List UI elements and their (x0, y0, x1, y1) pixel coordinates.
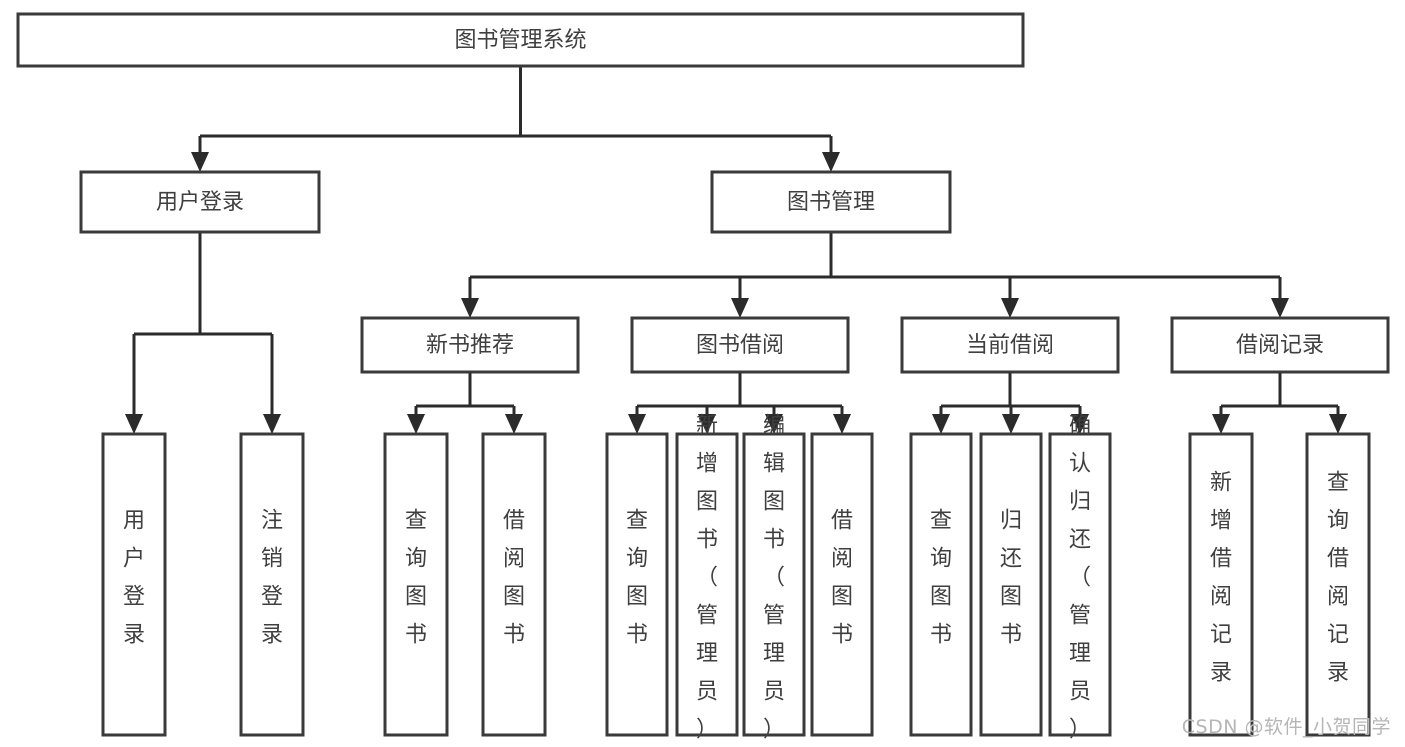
node-label-leaf-borrow-book: 借阅图书 (831, 509, 853, 648)
arrow-head-new-book-recommend (461, 298, 479, 318)
node-leaf-edit-book[interactable]: 编辑图书（管理员） (742, 414, 806, 743)
arrow-head-user-login (191, 152, 209, 172)
node-label-leaf-query-book-current: 查询图书 (930, 509, 952, 648)
node-label-root: 图书管理系统 (454, 28, 586, 53)
node-label-leaf-query-book-borrow: 查询图书 (626, 509, 648, 648)
node-leaf-query-book-current[interactable]: 查询图书 (909, 432, 973, 737)
node-label-leaf-user-login: 用户登录 (123, 509, 145, 648)
node-box-user-login[interactable] (79, 170, 321, 234)
node-box-leaf-add-borrow-record[interactable] (1188, 432, 1254, 737)
node-box-leaf-add-book[interactable] (675, 432, 739, 737)
arrow-head-leaf-query-borrow-record (1329, 414, 1347, 434)
edge-group-book-manage (461, 232, 1289, 318)
arrow-head-leaf-query-book-borrow (628, 414, 646, 434)
arrow-head-leaf-borrow-book-recommend (505, 414, 523, 434)
node-box-leaf-query-book-borrow[interactable] (605, 432, 669, 737)
node-borrow-record[interactable]: 借阅记录 (1170, 316, 1390, 374)
node-box-leaf-borrow-book-recommend[interactable] (481, 432, 547, 737)
node-box-leaf-user-login[interactable] (101, 432, 167, 737)
node-leaf-return-book[interactable]: 归还图书 (979, 432, 1043, 737)
node-user-login[interactable]: 用户登录 (79, 170, 321, 234)
node-box-leaf-query-book-recommend[interactable] (383, 432, 449, 737)
node-label-leaf-borrow-book-recommend: 借阅图书 (503, 509, 525, 648)
node-box-leaf-return-book[interactable] (979, 432, 1043, 737)
node-label-leaf-confirm-return: 确认归还（管理员） (1069, 414, 1091, 743)
node-new-book-recommend[interactable]: 新书推荐 (360, 316, 580, 374)
node-box-leaf-borrow-book[interactable] (810, 432, 874, 737)
watermark-text: CSDN @软件_小贺同学 (1181, 716, 1391, 738)
arrow-head-leaf-edit-book (765, 414, 783, 434)
node-book-manage[interactable]: 图书管理 (710, 170, 952, 234)
node-label-book-borrow: 图书借阅 (696, 333, 784, 358)
edge-group-current-borrow (932, 372, 1089, 434)
arrow-head-leaf-query-book-current (932, 414, 950, 434)
node-root[interactable]: 图书管理系统 (16, 12, 1025, 68)
node-leaf-query-book-recommend[interactable]: 查询图书 (383, 432, 449, 737)
node-leaf-query-borrow-record[interactable]: 查询借阅记录 (1305, 432, 1371, 737)
node-leaf-user-login[interactable]: 用户登录 (101, 432, 167, 737)
node-leaf-add-book[interactable]: 新增图书（管理员） (675, 414, 739, 743)
edge-group-new-book-recommend (407, 372, 523, 434)
node-leaf-borrow-book[interactable]: 借阅图书 (810, 432, 874, 737)
node-box-leaf-edit-book[interactable] (742, 432, 806, 737)
edge-group-book-borrow (628, 372, 851, 434)
node-label-leaf-logout: 注销登录 (261, 509, 283, 648)
arrow-head-leaf-return-book (1002, 414, 1020, 434)
node-box-root[interactable] (16, 12, 1025, 68)
node-label-leaf-query-book-recommend: 查询图书 (405, 509, 427, 648)
node-book-borrow[interactable]: 图书借阅 (630, 316, 850, 374)
node-box-leaf-confirm-return[interactable] (1048, 432, 1112, 737)
node-box-leaf-query-borrow-record[interactable] (1305, 432, 1371, 737)
node-label-borrow-record: 借阅记录 (1236, 333, 1324, 358)
node-label-current-borrow: 当前借阅 (966, 333, 1054, 358)
node-leaf-confirm-return[interactable]: 确认归还（管理员） (1048, 414, 1112, 743)
edge-group-root (191, 66, 840, 172)
node-box-current-borrow[interactable] (900, 316, 1120, 374)
node-leaf-add-borrow-record[interactable]: 新增借阅记录 (1188, 432, 1254, 737)
arrow-head-book-manage (822, 152, 840, 172)
arrow-head-leaf-borrow-book (833, 414, 851, 434)
node-box-book-borrow[interactable] (630, 316, 850, 374)
node-box-borrow-record[interactable] (1170, 316, 1390, 374)
node-leaf-logout[interactable]: 注销登录 (239, 432, 305, 737)
edge-group-user-login (125, 232, 281, 434)
node-leaf-borrow-book-recommend[interactable]: 借阅图书 (481, 432, 547, 737)
node-box-new-book-recommend[interactable] (360, 316, 580, 374)
node-layer: 图书管理系统用户登录图书管理新书推荐图书借阅当前借阅借阅记录用户登录注销登录查询… (16, 12, 1390, 743)
node-label-leaf-add-borrow-record: 新增借阅记录 (1210, 471, 1232, 686)
arrow-head-leaf-confirm-return (1071, 414, 1089, 434)
connector-layer (125, 66, 1347, 434)
arrow-head-book-borrow (731, 298, 749, 318)
node-label-leaf-add-book: 新增图书（管理员） (696, 414, 718, 743)
node-box-book-manage[interactable] (710, 170, 952, 234)
node-current-borrow[interactable]: 当前借阅 (900, 316, 1120, 374)
arrow-head-leaf-query-book-recommend (407, 414, 425, 434)
node-box-leaf-query-book-current[interactable] (909, 432, 973, 737)
node-label-leaf-query-borrow-record: 查询借阅记录 (1327, 471, 1349, 686)
arrow-head-leaf-add-book (698, 414, 716, 434)
edge-group-borrow-record (1212, 372, 1347, 434)
arrow-head-current-borrow (1001, 298, 1019, 318)
node-label-new-book-recommend: 新书推荐 (426, 333, 514, 358)
node-label-book-manage: 图书管理 (787, 190, 875, 215)
arrow-head-leaf-logout (263, 414, 281, 434)
node-label-leaf-edit-book: 编辑图书（管理员） (763, 414, 785, 743)
arrow-head-leaf-user-login (125, 414, 143, 434)
node-leaf-query-book-borrow[interactable]: 查询图书 (605, 432, 669, 737)
arrow-head-leaf-add-borrow-record (1212, 414, 1230, 434)
arrow-head-borrow-record (1271, 298, 1289, 318)
node-box-leaf-logout[interactable] (239, 432, 305, 737)
node-label-leaf-return-book: 归还图书 (1000, 509, 1022, 648)
node-label-user-login: 用户登录 (156, 190, 244, 215)
